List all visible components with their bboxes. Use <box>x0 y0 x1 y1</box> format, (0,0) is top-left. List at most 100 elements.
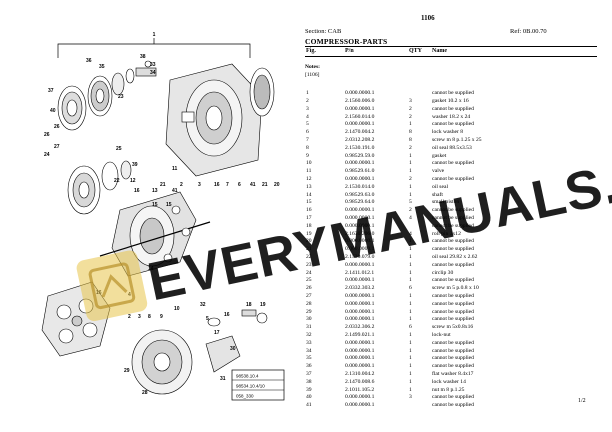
part-fig-number: 20 <box>306 238 312 245</box>
notes-label: Notes: <box>305 64 320 70</box>
part-name: oil seal 29.82 x 2.62 <box>432 254 478 261</box>
part-name: screw m 5x0.8x16 <box>432 324 474 331</box>
part-name: cannot be supplied <box>432 246 474 253</box>
callout-label: 36 <box>86 58 92 64</box>
callout-label: 1 <box>153 32 156 38</box>
part-number: 0.000.0000.1 <box>345 347 375 354</box>
callout-label: 21 <box>262 182 268 188</box>
part-fig-number: 15 <box>306 199 312 206</box>
part-number: 0.000.0000.1 <box>345 222 375 229</box>
part-quantity: 1 <box>409 308 412 315</box>
column-header-qty: QTY <box>409 48 423 54</box>
part-quantity: 4 <box>409 230 412 237</box>
part-name: small piston <box>432 199 460 206</box>
part-number: 0.000.0000.1 <box>345 160 375 167</box>
part-quantity: 1 <box>409 246 412 253</box>
part-fig-number: 19 <box>306 230 312 237</box>
callout-label: 5 <box>206 316 209 322</box>
part-quantity: 1 <box>409 269 412 276</box>
part-fig-number: 16 <box>306 207 312 214</box>
callout-label: 35 <box>99 64 105 70</box>
part-name: cannot be supplied <box>432 90 474 97</box>
drawing-reference-box: 98538.10.4 98534.10.4/10 058_330 <box>231 369 285 401</box>
callout-label: 15 <box>166 202 172 208</box>
part-quantity: 1 <box>409 339 412 346</box>
part-fig-number: 3 <box>306 105 309 112</box>
callout-label: 9 <box>160 314 163 320</box>
part-fig-number: 11 <box>306 168 312 175</box>
callout-label: 21 <box>160 182 166 188</box>
part-fig-number: 40 <box>306 394 312 401</box>
part-fig-number: 24 <box>306 269 312 276</box>
part-number: 2.1470.004.2 <box>345 129 375 136</box>
part-number: 2.1560.006.0 <box>345 98 375 105</box>
part-name: shaft <box>432 191 443 198</box>
page-number: 1106 <box>421 14 435 22</box>
part-number: 0.000.0000.1 <box>345 207 375 214</box>
part-name: cannot be supplied <box>432 293 474 300</box>
part-number: 2.1530.079.0 <box>345 254 375 261</box>
callout-label: 40 <box>50 108 56 114</box>
part-name: cannot be supplied <box>432 160 474 167</box>
part-number: 2.1630.206.0 <box>345 230 375 237</box>
part-fig-number: 8 <box>306 144 309 151</box>
part-fig-number: 37 <box>306 370 312 377</box>
part-quantity: 1 <box>409 332 412 338</box>
part-fig-number: 29 <box>306 308 312 315</box>
part-number: 0.000.0000.1 <box>345 316 375 323</box>
callout-label: 34 <box>150 70 156 76</box>
part-quantity: 1 <box>409 370 412 377</box>
part-name: flat washer 8.4x17 <box>432 370 474 377</box>
drawing-ref-line: 058_330 <box>236 394 254 399</box>
part-quantity: 2 <box>409 144 412 151</box>
part-fig-number: 4 <box>306 113 309 120</box>
part-number: 0.000.0000.1 <box>345 339 375 346</box>
part-fig-number: 6 <box>306 129 309 136</box>
part-name: gasket <box>432 152 447 159</box>
part-quantity: 1 <box>409 121 412 128</box>
callout-label: 16 <box>134 188 140 194</box>
part-number: 0.000.0000.1 <box>345 402 375 409</box>
callout-label: 18 <box>246 302 252 308</box>
callout-label: 41 <box>250 182 256 188</box>
callout-label: 38 <box>140 54 146 60</box>
part-name: cannot be supplied <box>432 316 474 323</box>
callout-labels: 36 35 38 33 34 37 23 40 26 26 27 24 25 2… <box>44 54 280 396</box>
part-name: cannot be supplied <box>432 363 474 370</box>
part-number: 0.000.0000.1 <box>345 394 375 401</box>
part-quantity: 1 <box>409 191 412 198</box>
part-quantity: 6 <box>409 285 412 292</box>
part-number: 2.1310.004.2 <box>345 370 375 377</box>
part-number: 2.1530.014.0 <box>345 183 375 190</box>
part-fig-number: 28 <box>306 300 312 307</box>
callout-label: 26 <box>54 124 60 130</box>
part-fig-number: 1 <box>306 90 309 97</box>
part-fig-number: 18 <box>306 222 312 229</box>
part-name: cannot be supplied <box>432 238 474 245</box>
table-header: Fig. P/n QTY Name <box>305 46 597 57</box>
column-header-fig: Fig. <box>306 48 316 54</box>
callout-label: 23 <box>118 94 124 100</box>
callout-label: 31 <box>220 376 226 382</box>
part-quantity: 2 <box>409 113 412 120</box>
part-number: 0.000.0000.1 <box>345 293 375 300</box>
part-quantity: 1 <box>409 168 412 175</box>
page-title: COMPRESSOR-PARTS <box>305 37 388 46</box>
part-fig-number: 33 <box>306 339 312 346</box>
